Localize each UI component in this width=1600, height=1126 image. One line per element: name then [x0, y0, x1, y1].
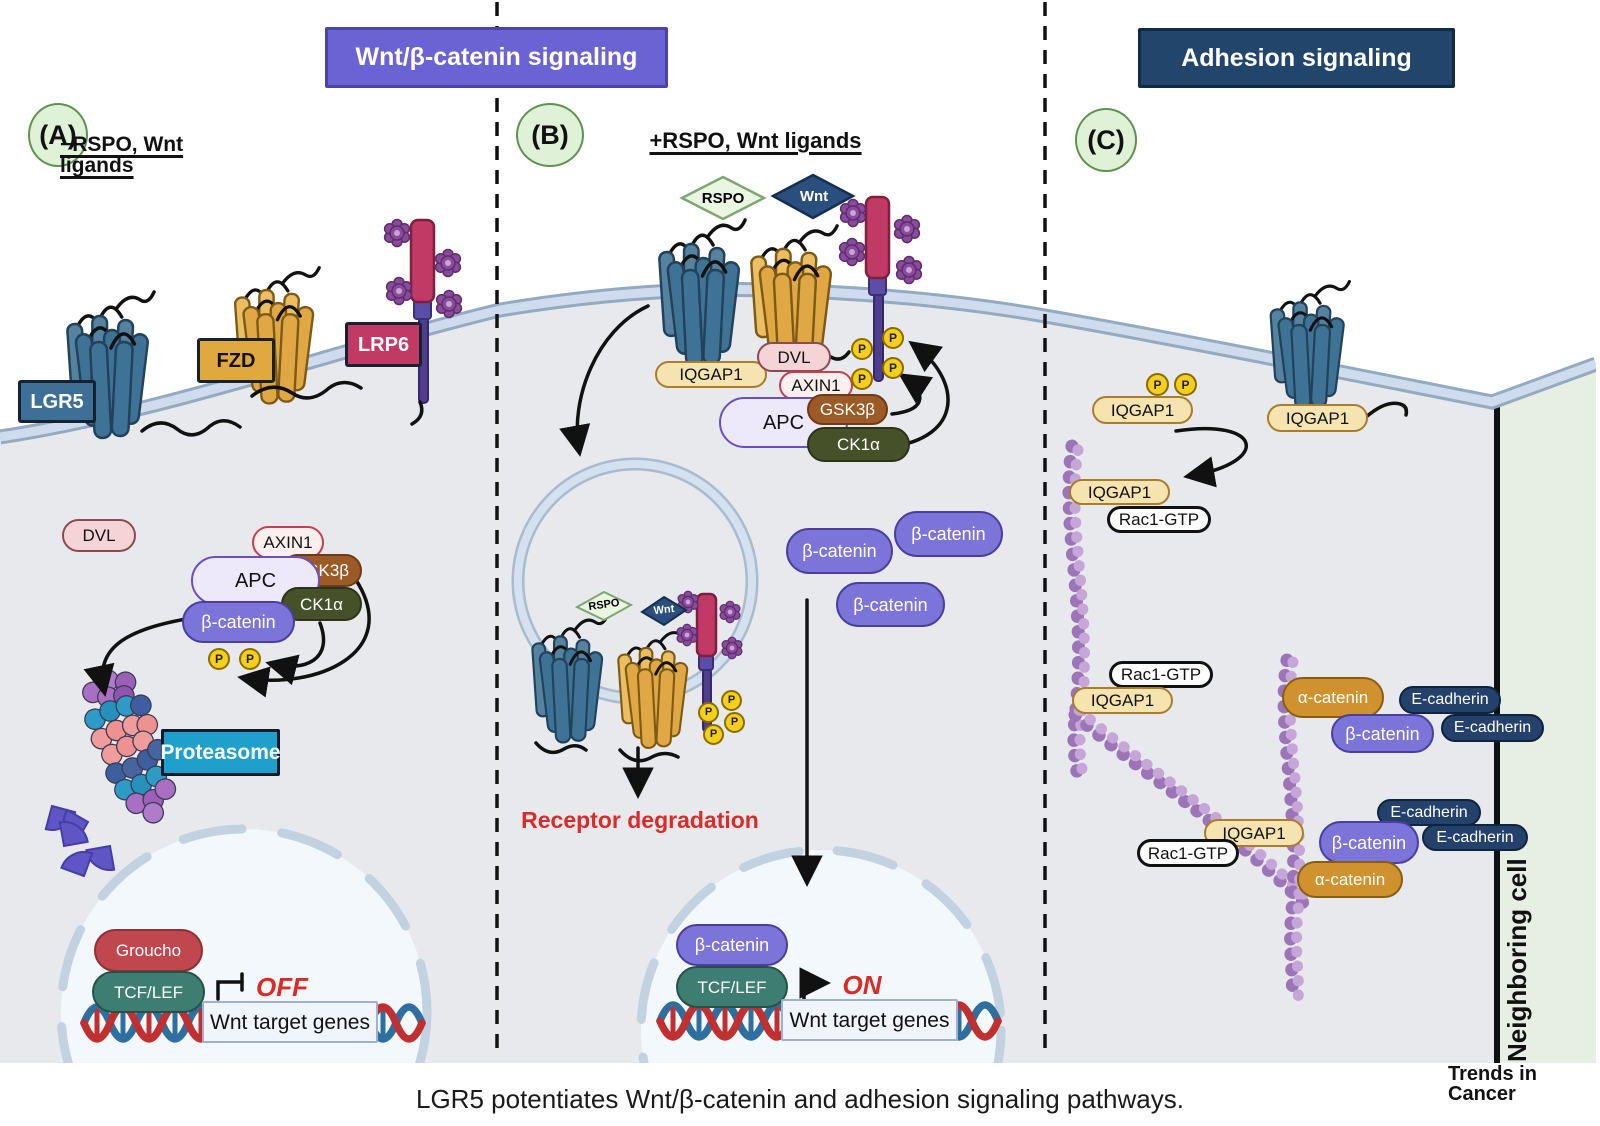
glycan-gear-icon [719, 600, 741, 624]
phospho-icon: P [882, 327, 904, 349]
neighboring-cell-region [1498, 366, 1596, 1063]
journal-name: Trends in Cancer [1448, 1063, 1537, 1105]
bcatenin-pill-nucleus: β-catenin [676, 924, 788, 966]
glycan-gear-icon [435, 289, 463, 319]
panel-a-label: −RSPO, Wnt ligands [60, 133, 184, 177]
panel-b-badge: (B) [516, 103, 584, 167]
panel-c-badge: (C) [1075, 108, 1137, 172]
arrow-ck1a-to-phospho-b [887, 340, 950, 449]
ck1a-pill-a: CK1α [281, 587, 362, 621]
panel-b-label: +RSPO, Wnt ligands [649, 128, 862, 153]
protein-fragments [44, 804, 116, 878]
wnt-ligand-label: Wnt [799, 187, 829, 205]
ecadherin-pill-1: E-cadherin [1399, 686, 1501, 714]
bcatenin-pill-c1: β-catenin [1331, 714, 1434, 753]
wnt-diamond-b [770, 173, 856, 220]
fzd-label-box: FZD [197, 338, 275, 383]
proteasome-stack [82, 669, 177, 824]
on-status-text: ON [842, 970, 882, 1000]
phospho-icon: P [698, 702, 719, 723]
arrows [83, 304, 1249, 1004]
arrow-bcatenin-to-proteasome [83, 616, 194, 697]
rac1gtp-pill-3: Rac1-GTP [1137, 839, 1239, 867]
rspo-diamond-endosome [574, 590, 634, 622]
glycan-gear-icon [676, 623, 698, 647]
phospho-icon: P [703, 724, 724, 745]
rac1gtp-pill-1: Rac1-GTP [1107, 506, 1211, 533]
axin1-pill-a: AXIN1 [252, 526, 324, 559]
inhibition-gene-off [216, 980, 244, 1001]
arrow-ck1a-to-phospho-a [265, 621, 326, 686]
ecadherin-pill-2: E-cadherin [1441, 714, 1544, 742]
ecadherin-pill-3: E-cadherin [1377, 799, 1481, 826]
actin-filaments [1062, 439, 1318, 1007]
arrow-gsk3b-to-phospho-b [890, 373, 934, 416]
glycan-gear-icon [893, 214, 921, 244]
wnt-target-genes-box-b: Wnt target genes [781, 999, 958, 1041]
iqgap1-pill-c1: IQGAP1 [1092, 396, 1193, 424]
glycan-gear-icon [383, 218, 411, 248]
bcatenin-pill-b3: β-catenin [836, 582, 945, 627]
adhesion-signaling-header: Adhesion signaling [1138, 28, 1455, 88]
dvl-pill-b: DVL [757, 342, 831, 372]
phospho-icon: P [724, 712, 745, 733]
tcflef-pill-a: TCF/LEF [92, 971, 205, 1013]
rac1gtp-pill-2: Rac1-GTP [1109, 661, 1213, 688]
groucho-pill: Groucho [94, 929, 203, 972]
neighboring-cell-label: Neighboring cell [1502, 858, 1532, 1063]
lrp6-label-box: LRP6 [345, 322, 422, 367]
wnt-target-genes-box-a: Wnt target genes [202, 1001, 378, 1043]
iqgap1-pill-c5: IQGAP1 [1204, 819, 1304, 847]
acatenin-pill-1: α-catenin [1282, 677, 1384, 718]
phospho-icon: P [1174, 373, 1197, 396]
phospho-icon: P [882, 357, 904, 379]
iqgap1-pill-c4: IQGAP1 [1072, 687, 1173, 714]
tcflef-pill-b: TCF/LEF [676, 966, 788, 1008]
ecadherin-pill-4: E-cadherin [1422, 824, 1528, 851]
proteasome-label-box: Proteasome [160, 729, 281, 776]
acatenin-pill-2: α-catenin [1297, 861, 1403, 898]
glycan-gear-icon [895, 255, 923, 285]
arrow-gsk3b-to-phospho-a [237, 578, 371, 698]
receptor-degradation-text: Receptor degradation [521, 806, 759, 833]
phospho-icon: P [1146, 373, 1169, 396]
arrow-iqgap1-translocation [1174, 426, 1249, 488]
iqgap1-pill-b: IQGAP1 [655, 361, 767, 388]
bcatenin-pill-c2: β-catenin [1319, 821, 1419, 864]
receptor-tails [140, 350, 1409, 763]
dvl-pill-a: DVL [62, 519, 136, 552]
iqgap1-pill-c2: IQGAP1 [1267, 404, 1368, 432]
arrow-gene-on [799, 967, 831, 1004]
arrow-membrane-to-endosome [559, 304, 650, 457]
wnt-diamond-endosome [640, 595, 688, 627]
bcatenin-pill-a: β-catenin [182, 601, 295, 643]
phospho-icon: P [851, 368, 873, 390]
bcatenin-pill-b2: β-catenin [894, 511, 1003, 557]
glycan-gear-icon [385, 276, 413, 306]
glycan-gear-icon [721, 636, 743, 660]
glycan-gear-icon [838, 237, 866, 267]
phospho-icon: P [851, 338, 873, 360]
wnt-signaling-header: Wnt/β-catenin signaling [325, 27, 668, 88]
ck1a-pill-b: CK1α [807, 427, 910, 462]
off-status-text: OFF [256, 972, 308, 1002]
rspo-ligand-label: RSPO [701, 189, 745, 207]
bcatenin-pill-b1: β-catenin [786, 528, 893, 574]
panel-a-badge: (A) [28, 103, 88, 167]
phospho-icon: P [208, 648, 230, 670]
phospho-icon: P [239, 648, 261, 670]
phospho-icon: P [721, 690, 742, 711]
lrp6-receptor-b [838, 195, 923, 382]
figure-caption: LGR5 potentiates Wnt/β-catenin and adhes… [416, 1084, 1184, 1114]
iqgap1-pill-c3: IQGAP1 [1069, 479, 1170, 505]
lgr5-label-box: LGR5 [18, 380, 96, 423]
rspo-diamond-b [679, 175, 767, 221]
gsk3b-pill-b: GSK3β [807, 394, 888, 425]
glycan-gear-icon [434, 248, 462, 278]
